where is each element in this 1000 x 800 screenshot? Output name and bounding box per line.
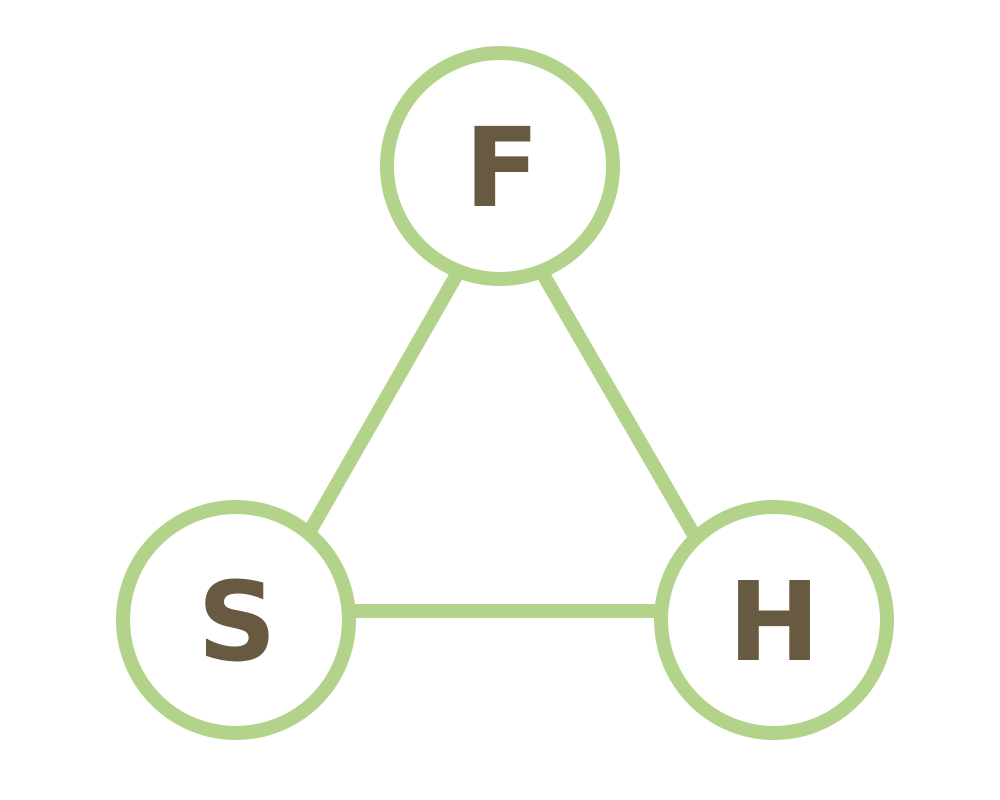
node-h-label: H xyxy=(728,558,820,686)
edge-f-s xyxy=(303,272,463,535)
edge-f-h xyxy=(537,272,701,539)
node-h-circle xyxy=(654,500,894,740)
node-s-label: S xyxy=(197,558,276,686)
node-s-circle xyxy=(116,500,356,740)
node-s: S xyxy=(116,500,356,740)
node-f-circle xyxy=(380,46,620,286)
node-f: F xyxy=(380,46,620,286)
node-h: H xyxy=(654,500,894,740)
node-f-label: F xyxy=(464,104,539,232)
